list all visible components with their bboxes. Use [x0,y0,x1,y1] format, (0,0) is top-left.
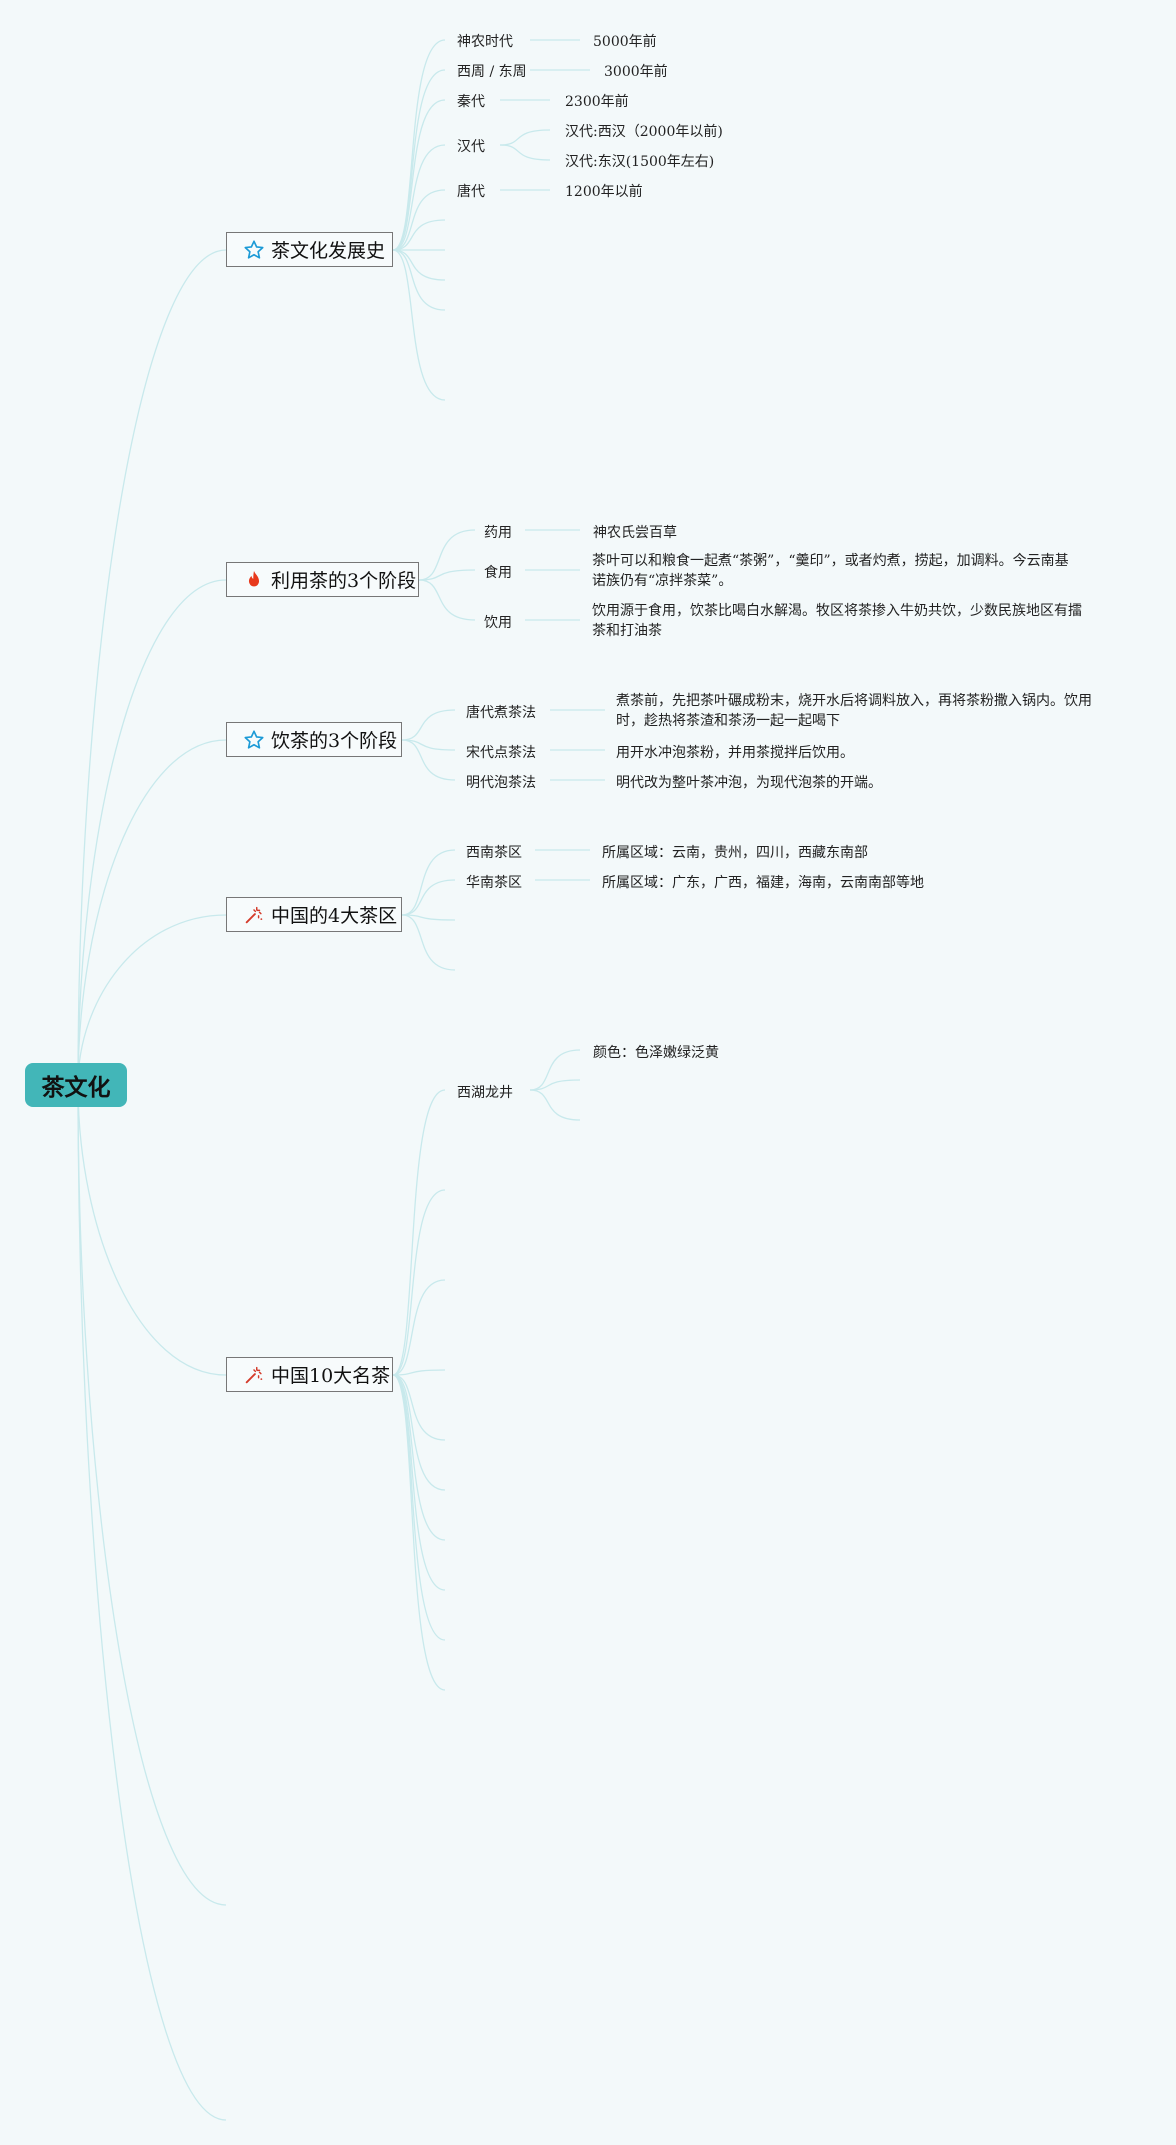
connector-line [392,99,446,251]
magic-wand-icon [243,904,265,926]
connector-line [77,739,227,1086]
connector-line [77,914,227,1086]
connector-line [77,1084,227,2121]
era-label[interactable]: 神农时代 [457,34,513,50]
fire-icon [243,569,265,591]
era-label[interactable]: 唐代 [457,184,485,200]
star-outline-icon [243,239,265,261]
method-desc[interactable]: 明代改为整叶茶冲泡，为现代泡茶的开端。 [616,775,882,791]
method-name[interactable]: 唐代煮茶法 [466,705,536,721]
connector-line [392,1369,446,1376]
connector-line [401,739,456,781]
era-value[interactable]: 3000年前 [604,64,668,80]
method-name[interactable]: 明代泡茶法 [466,775,536,791]
connector-line [392,249,446,401]
stage-desc[interactable]: 神农氏尝百草 [593,525,677,541]
connector-line [401,914,456,921]
connector-line [392,249,446,281]
connector-line [77,1084,227,1376]
branch-label: 饮茶的3个阶段 [271,730,398,752]
branch-label: 茶文化发展史 [271,240,386,262]
era-label[interactable]: 汉代 [457,139,485,155]
connector-line [401,709,456,741]
method-name[interactable]: 宋代点茶法 [466,745,536,761]
branch-label: 中国的4大茶区 [271,905,398,927]
stage-desc[interactable]: 茶叶可以和粮食一起煮“茶粥”，“羹印”，或者灼煮，捞起，加调料。今云南基诺族仍有… [592,553,1069,589]
era-value[interactable]: 5000年前 [593,34,657,50]
branch-history[interactable]: 茶文化发展史 [226,232,393,267]
branch-label: 利用茶的3个阶段 [271,570,417,592]
branch-regions[interactable]: 中国的4大茶区 [226,897,402,932]
region-desc[interactable]: 所属区域：云南，贵州，四川，西藏东南部 [602,845,868,861]
region-name[interactable]: 华南茶区 [466,875,522,891]
star-outline-icon [243,729,265,751]
connector-line [529,1079,581,1091]
stage-name[interactable]: 食用 [484,565,512,581]
branch-label: 中国10大名茶 [271,1365,391,1387]
connector-line [401,879,456,916]
method-desc[interactable]: 用开水冲泡茶粉，并用茶搅拌后饮用。 [616,745,854,761]
connector-line [418,579,476,621]
connector-line [392,39,446,251]
stage-name[interactable]: 药用 [484,525,512,541]
connector-line [401,849,456,916]
connector-line [77,249,227,1086]
era-value[interactable]: 1200年以前 [565,184,643,200]
connector-line [392,189,446,251]
connector-line [392,1374,446,1691]
connector-line [392,219,446,251]
connector-line [392,144,446,251]
connector-line [392,1374,446,1491]
connector-line [392,1374,446,1541]
stage-name[interactable]: 饮用 [484,615,512,631]
connector-line [392,1089,446,1376]
magic-wand-icon [243,1364,265,1386]
connector-line [392,1374,446,1441]
connector-line [401,914,456,971]
era-value[interactable]: 2300年前 [565,94,629,110]
branch-usage[interactable]: 利用茶的3个阶段 [226,562,419,597]
tea-desc[interactable]: 颜色：色泽嫩绿泛黄 [593,1045,719,1061]
branch-drinking[interactable]: 饮茶的3个阶段 [226,722,402,757]
method-desc[interactable]: 煮茶前，先把茶叶碾成粉末，烧开水后将调料放入，再将茶粉撒入锅内。饮用时，趁热将茶… [616,693,1092,729]
connector-line [392,1279,446,1376]
connector-line [529,1089,581,1121]
connector-line [77,579,227,1086]
connector-line [418,569,476,581]
tea-name[interactable]: 西湖龙井 [457,1085,513,1101]
stage-desc[interactable]: 饮用源于食用，饮茶比喝白水解渴。牧区将茶掺入牛奶共饮，少数民族地区有擂茶和打油茶 [592,603,1082,639]
connector-line [499,129,551,146]
root-node[interactable]: 茶文化 [25,1063,127,1107]
connector-line [418,529,476,581]
connector-line [499,144,551,161]
era-value[interactable]: 汉代:东汉(1500年左右) [565,154,715,170]
connector-line [392,1189,446,1376]
branch-famous-teas[interactable]: 中国10大名茶 [226,1357,393,1392]
region-name[interactable]: 西南茶区 [466,845,522,861]
era-value[interactable]: 汉代:西汉（2000年以前) [565,124,723,140]
connector-line [529,1049,581,1091]
connector-line [392,1374,446,1641]
connector-line [392,1374,446,1591]
era-label[interactable]: 秦代 [457,94,485,110]
region-desc[interactable]: 所属区域：广东，广西，福建，海南，云南南部等地 [602,875,924,891]
connector-line [77,1084,227,1906]
connector-line [392,249,446,311]
era-label[interactable]: 西周 / 东周 [457,64,527,80]
connector-line [401,739,456,751]
